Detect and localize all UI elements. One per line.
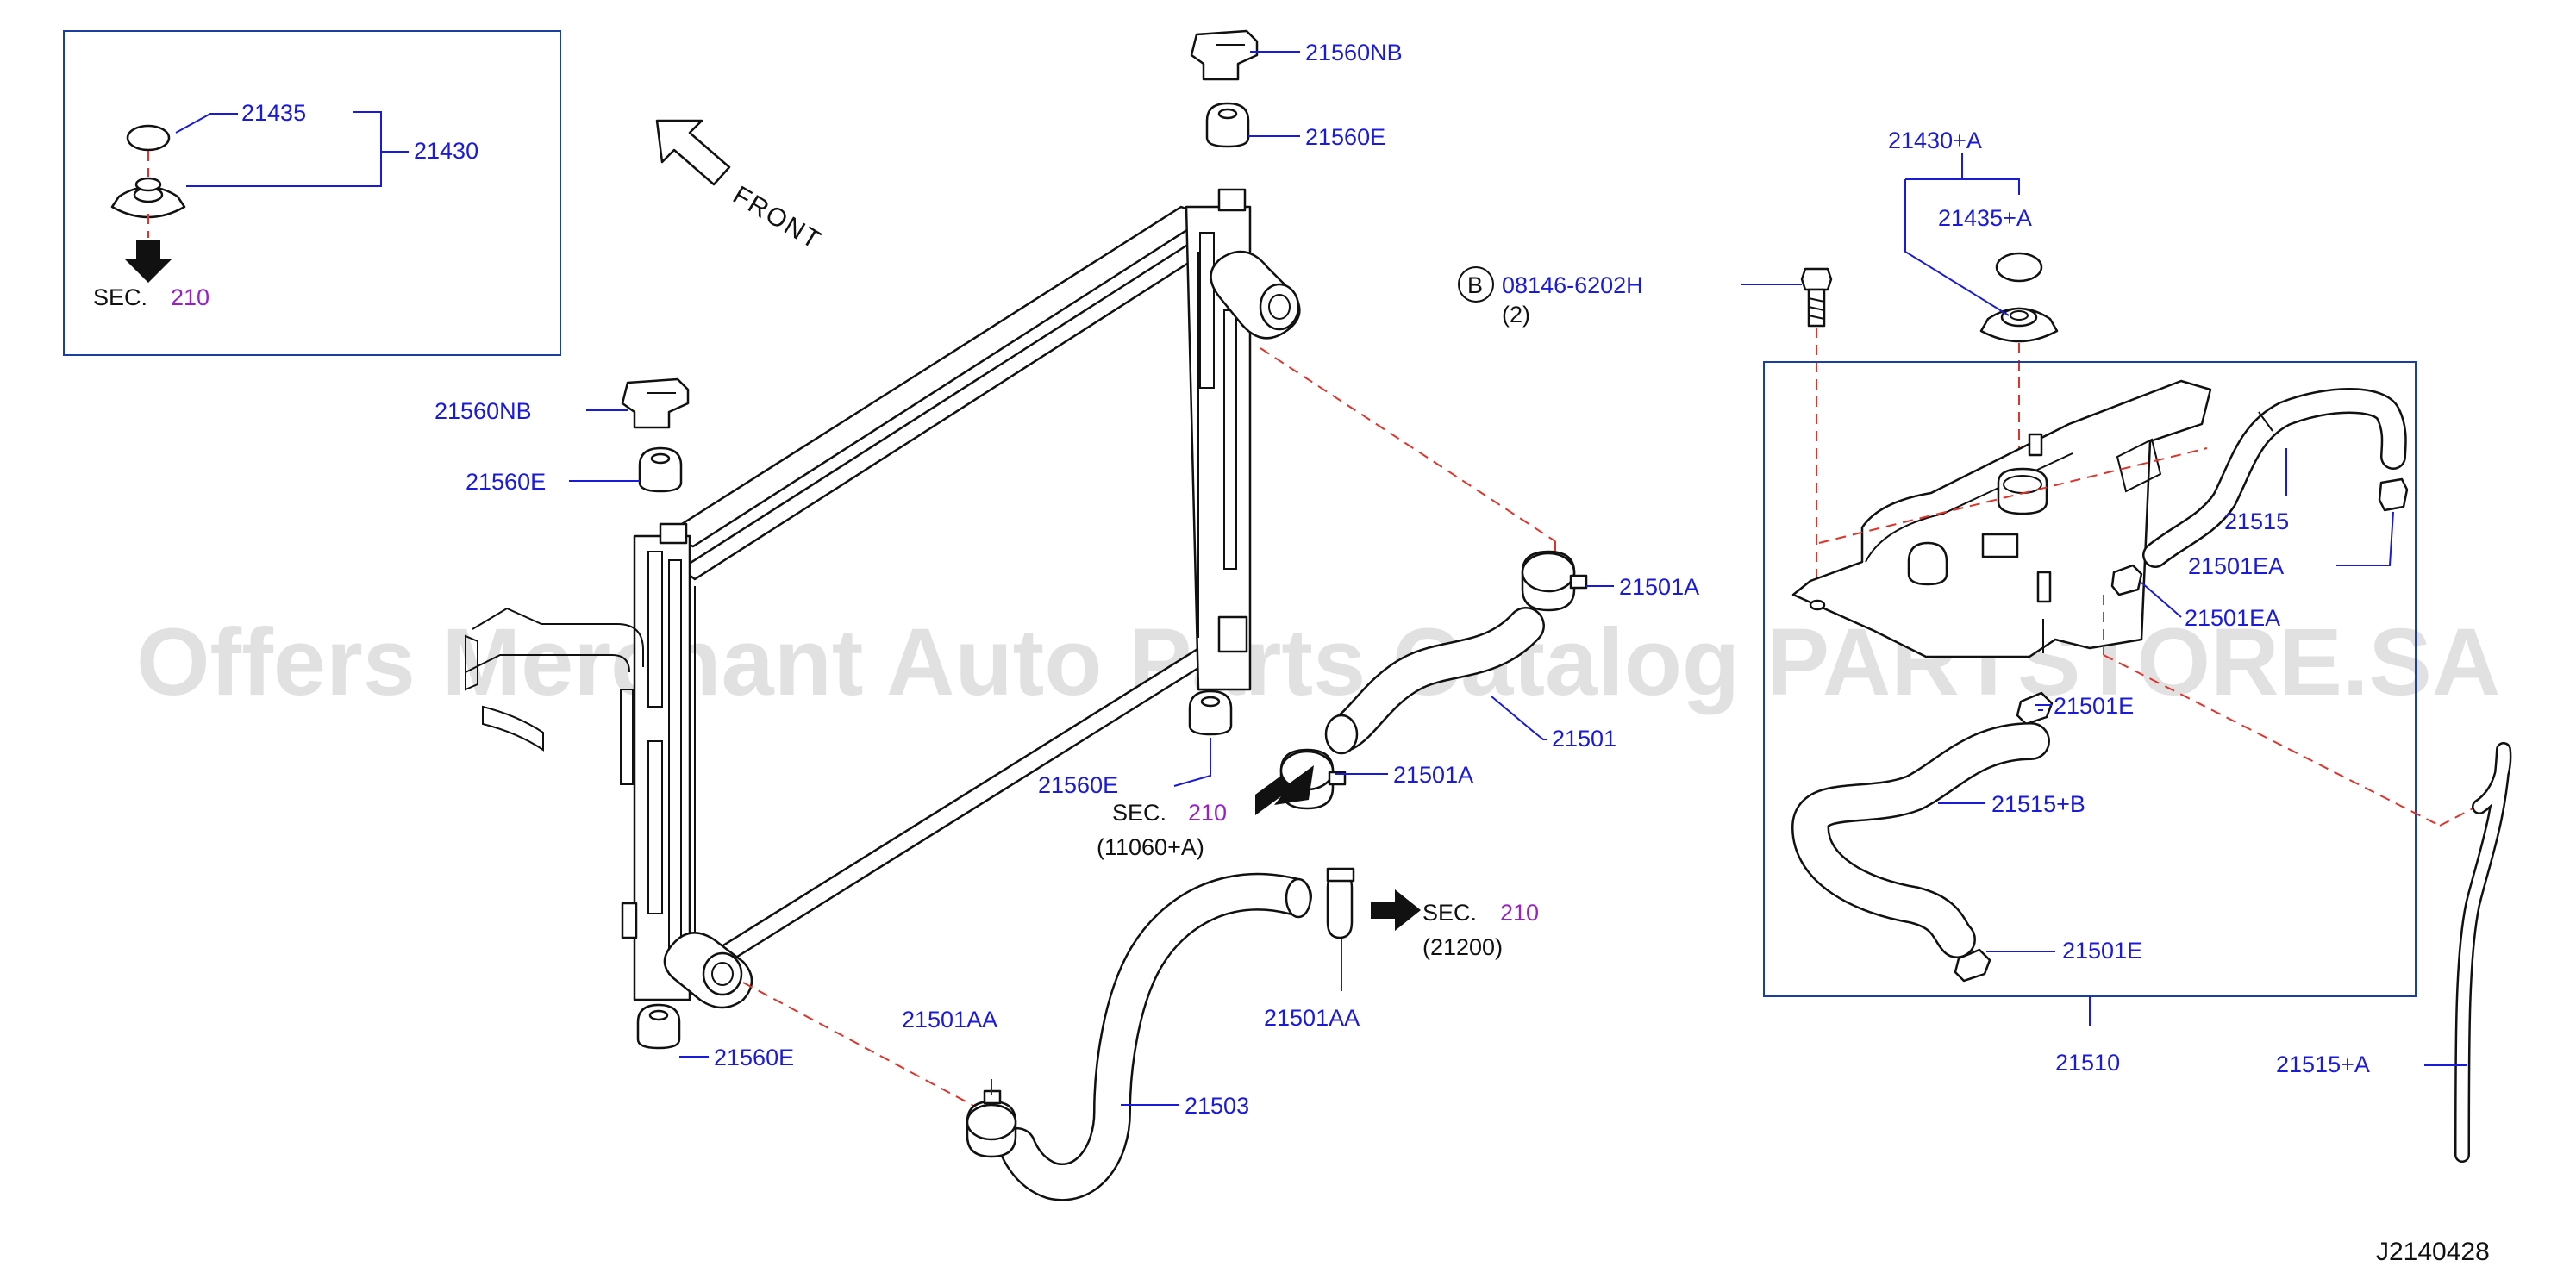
arrow-engine-icon [1255,765,1314,815]
clamp-21501AA-right[interactable] [1326,867,1355,939]
label-08146[interactable]: 08146-6202H [1502,272,1643,298]
sec-prefix-engine: SEC. [1112,800,1166,826]
sec-link-inset[interactable]: 210 [171,284,209,310]
label-21501EA-a[interactable]: 21501EA [2188,553,2284,579]
seal-21435[interactable] [126,124,171,152]
lower-hose-21503[interactable] [998,872,1312,1201]
mount-21560E-mid[interactable] [1188,689,1233,736]
label-21501E-lower[interactable]: 21501E [2062,938,2142,964]
bolt-marker-label: B [1467,272,1483,298]
label-21515A[interactable]: 21515+A [2276,1051,2370,1077]
bracket-21560NB-left[interactable] [621,377,690,429]
clamp-21501AA-left[interactable] [966,1089,1017,1158]
label-21560E-mid[interactable]: 21560E [1038,772,1118,798]
cap-inset: 21435 21430 SEC. 210 [63,30,561,356]
dash-lower-hose [742,982,992,1116]
clamp-21501A-upper[interactable] [1521,550,1588,612]
front-indicator: FRONT [655,119,827,256]
label-21515[interactable]: 21515 [2224,508,2289,534]
label-21560E-left[interactable]: 21560E [466,469,546,495]
reservoir-tank-21510[interactable] [1791,379,2212,658]
sec-link-heater[interactable]: 210 [1500,900,1539,926]
bolt-marker-circle [1458,266,1494,303]
leader-lines [569,51,2467,1106]
label-21510[interactable]: 21510 [2055,1050,2120,1076]
front-arrow-icon [655,119,731,186]
leader-21435 [175,113,238,134]
clip-21501E-lower[interactable] [1954,948,1991,983]
mount-21560E-bottom[interactable] [636,1003,681,1050]
label-21560NB-top[interactable]: 21560NB [1305,40,1403,66]
radiator-core[interactable] [465,188,1301,1009]
dash-upper-hose [1260,347,1556,542]
sec-ref-heater: (21200) [1422,934,1503,960]
sec-ref-engine: (11060+A) [1097,834,1204,860]
sec-prefix-heater: SEC. [1422,900,1477,926]
watermark-text: Offers Merchant Auto Parts Catalog PARTS… [136,609,2500,715]
reservoir-cap-21430A[interactable] [1979,307,2059,343]
label-21501AA-right[interactable]: 21501AA [1264,1005,1360,1031]
clip-21501EA-b[interactable] [2110,564,2143,596]
seal-21435A[interactable] [1995,252,2043,283]
label-21435[interactable]: 21435 [241,100,306,126]
label-21435A[interactable]: 21435+A [1938,205,2032,231]
clip-21501E-upper[interactable] [2016,691,2054,726]
label-21430[interactable]: 21430 [414,138,478,164]
arrow-heater-icon [1371,889,1421,931]
upper-hose-21501[interactable] [1324,607,1545,755]
label-08146-qty: (2) [1502,302,1530,328]
hose-21515B[interactable] [1791,722,2050,958]
leader-21430 [186,111,382,187]
dash-reservoir-top [1818,447,2208,544]
bracket-21560NB-top[interactable] [1190,29,1259,81]
bolt-08146[interactable] [1800,267,1833,328]
overflow-hose-21515A[interactable] [2454,742,2512,1163]
sec-link-engine[interactable]: 210 [1188,800,1227,826]
dash-overflow [2103,654,2441,827]
label-21430A[interactable]: 21430+A [1888,128,1982,153]
label-21560NB-left[interactable]: 21560NB [435,398,532,424]
label-21501A-upper[interactable]: 21501A [1619,574,1699,600]
label-21560E-bottom[interactable]: 21560E [714,1045,794,1070]
clip-21501EA-a[interactable] [2378,477,2409,512]
label-21501AA-left[interactable]: 21501AA [902,1007,997,1033]
front-label: FRONT [728,181,826,256]
label-21560E-top[interactable]: 21560E [1305,124,1385,150]
label-21501[interactable]: 21501 [1552,726,1616,752]
label-21501E-upper[interactable]: 21501E [2054,693,2134,719]
hose-21515[interactable] [2142,388,2407,568]
mount-21560E-top[interactable] [1205,102,1250,148]
label-21503[interactable]: 21503 [1185,1093,1249,1119]
inset-frame [63,30,561,356]
label-21501EA-b[interactable]: 21501EA [2185,605,2280,631]
diagram-code: J2140428 [2376,1238,2490,1266]
radiator-cap-21430[interactable] [110,177,186,219]
arrow-down-icon [124,240,172,283]
leader-21430A [1904,179,2010,316]
sec-prefix-inset: SEC. [93,284,147,310]
mount-21560E-left[interactable] [638,446,683,493]
label-21515B[interactable]: 21515+B [1991,791,2085,817]
label-21501A-lower[interactable]: 21501A [1393,762,1473,788]
